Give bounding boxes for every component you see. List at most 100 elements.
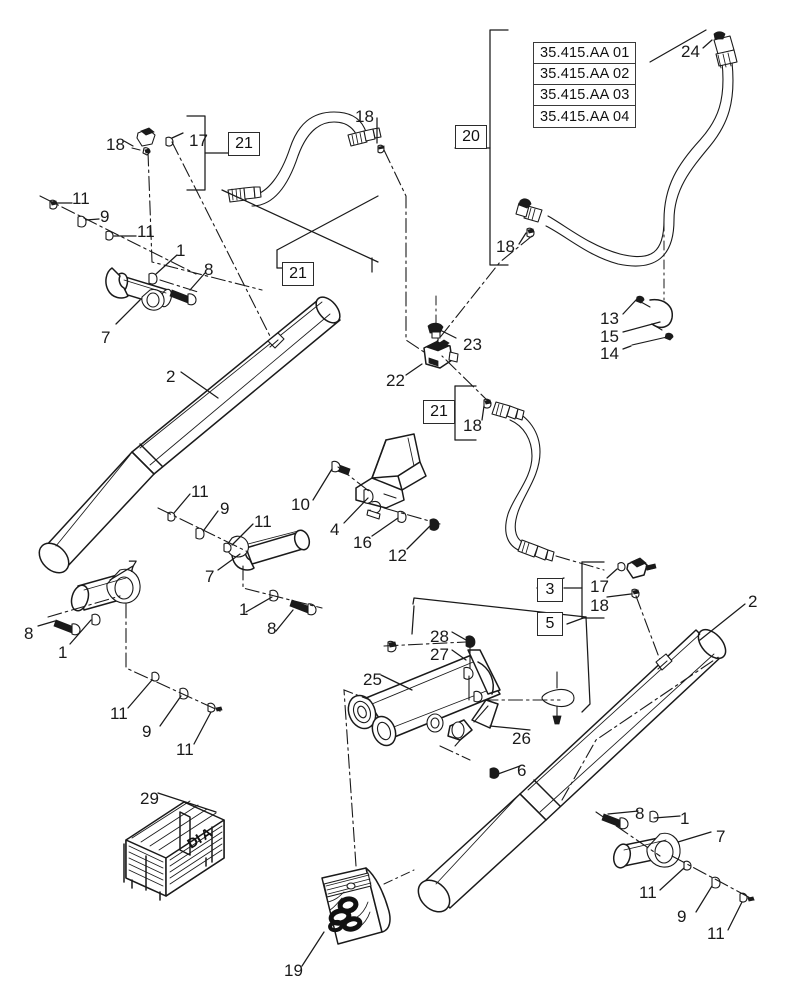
bracket-4 bbox=[355, 433, 427, 520]
pin-7-upper-left bbox=[105, 267, 173, 311]
callout-8: 8 bbox=[267, 619, 277, 638]
callout-10: 10 bbox=[291, 495, 310, 514]
callout-1: 1 bbox=[239, 600, 249, 619]
bolt-10 bbox=[331, 460, 351, 476]
callout-22: 22 bbox=[386, 371, 405, 390]
callout-8: 8 bbox=[204, 260, 214, 279]
hw-26 bbox=[473, 671, 575, 725]
washer-17-right bbox=[617, 562, 626, 572]
callout-13: 13 bbox=[600, 309, 619, 328]
callout-4: 4 bbox=[330, 520, 340, 539]
callout-15: 15 bbox=[600, 327, 619, 346]
callout-16: 16 bbox=[353, 533, 372, 552]
reference-box-3: 3 bbox=[537, 578, 563, 602]
callout-14: 14 bbox=[600, 344, 619, 363]
reference-box-20: 20 bbox=[455, 125, 487, 149]
callout-9: 9 bbox=[677, 907, 687, 926]
hw-row-lower-left bbox=[151, 671, 223, 713]
variant-code-table: 35.415.AA 01 35.415.AA 02 35.415.AA 03 3… bbox=[533, 42, 637, 128]
callout-8: 8 bbox=[24, 624, 34, 643]
washer-1-upper-left bbox=[148, 272, 158, 285]
callout-11: 11 bbox=[137, 222, 155, 241]
callout-18: 18 bbox=[355, 107, 374, 126]
washer-18-a bbox=[377, 144, 385, 154]
callout-2: 2 bbox=[166, 367, 176, 386]
seal-kit-bag-19 bbox=[321, 867, 391, 945]
valve-block-22 bbox=[423, 333, 459, 369]
hw-16-12 bbox=[397, 510, 440, 531]
reference-box-21: 21 bbox=[423, 400, 455, 424]
callout-7: 7 bbox=[716, 827, 726, 846]
pin-7-center-left bbox=[226, 529, 311, 571]
reference-box-21: 21 bbox=[282, 262, 314, 286]
callout-7: 7 bbox=[101, 328, 111, 347]
hw-8-1-lower-right bbox=[601, 810, 659, 830]
hose-fitting-24 bbox=[713, 31, 738, 69]
callout-9: 9 bbox=[220, 499, 230, 518]
hw-28-27 bbox=[463, 635, 476, 701]
callout-18: 18 bbox=[463, 416, 482, 435]
callout-11: 11 bbox=[176, 740, 194, 759]
callout-7: 7 bbox=[128, 557, 138, 576]
washer-18-c bbox=[526, 227, 535, 238]
callout-25: 25 bbox=[363, 670, 382, 689]
callout-18: 18 bbox=[590, 596, 609, 615]
callout-11: 11 bbox=[191, 482, 209, 501]
cylinder-2-lower-right bbox=[417, 628, 727, 913]
callout-24: 24 bbox=[681, 42, 700, 61]
code-row: 35.415.AA 03 bbox=[534, 85, 636, 106]
callout-1: 1 bbox=[58, 643, 68, 662]
bolt-8-upper-left bbox=[169, 289, 197, 306]
callout-1: 1 bbox=[176, 241, 186, 260]
callout-11: 11 bbox=[72, 189, 90, 208]
hw-8-1-lower-left bbox=[53, 613, 101, 636]
callout-19: 19 bbox=[284, 961, 303, 980]
callout-18: 18 bbox=[496, 237, 515, 256]
clip-13-15 bbox=[635, 295, 673, 331]
callout-29: 29 bbox=[140, 789, 159, 808]
callout-9: 9 bbox=[142, 722, 152, 741]
callout-17: 17 bbox=[590, 577, 609, 596]
code-row: 35.415.AA 02 bbox=[534, 64, 636, 85]
fitting-17-18-right bbox=[626, 557, 657, 579]
code-row: 35.415.AA 04 bbox=[540, 108, 630, 125]
callout-9: 9 bbox=[100, 207, 110, 226]
washer-17-a bbox=[165, 136, 174, 147]
callout-11: 11 bbox=[110, 704, 128, 723]
callout-11: 11 bbox=[639, 883, 657, 902]
washer-25-left bbox=[387, 640, 397, 653]
callout-28: 28 bbox=[430, 627, 449, 646]
reference-box-21: 21 bbox=[228, 132, 260, 156]
callout-12: 12 bbox=[388, 546, 407, 565]
hw-1-8-center bbox=[269, 589, 317, 616]
callout-23: 23 bbox=[463, 335, 482, 354]
shipping-crate-29: D I A bbox=[123, 800, 225, 901]
callout-2: 2 bbox=[748, 592, 758, 611]
callout-8: 8 bbox=[635, 804, 645, 823]
pin-7-lower-right bbox=[612, 832, 681, 869]
svg-text:I: I bbox=[193, 831, 205, 847]
code-row: 35.415.AA 01 bbox=[534, 43, 636, 64]
callout-26: 26 bbox=[512, 729, 531, 748]
hose-fitting-20-left bbox=[515, 198, 543, 223]
cylinder-2-upper-left bbox=[38, 296, 341, 574]
pin-7-lower-left bbox=[70, 568, 141, 612]
washer-18-right bbox=[631, 588, 640, 599]
callout-6: 6 bbox=[517, 761, 527, 780]
callout-27: 27 bbox=[430, 645, 449, 664]
callout-11: 11 bbox=[707, 924, 725, 943]
hose-fitting-center-bottom bbox=[517, 539, 555, 562]
callout-7: 7 bbox=[205, 567, 215, 586]
hw-row-center bbox=[167, 511, 232, 553]
pin-6 bbox=[489, 767, 500, 779]
callout-17: 17 bbox=[189, 131, 208, 150]
callout-18: 18 bbox=[106, 135, 125, 154]
pin-14 bbox=[631, 332, 674, 346]
reference-box-5: 5 bbox=[537, 612, 563, 636]
callout-11: 11 bbox=[254, 512, 272, 531]
fitting-17-18 bbox=[131, 127, 156, 156]
hose-fitting-center-top bbox=[491, 401, 525, 421]
callout-1: 1 bbox=[680, 809, 690, 828]
